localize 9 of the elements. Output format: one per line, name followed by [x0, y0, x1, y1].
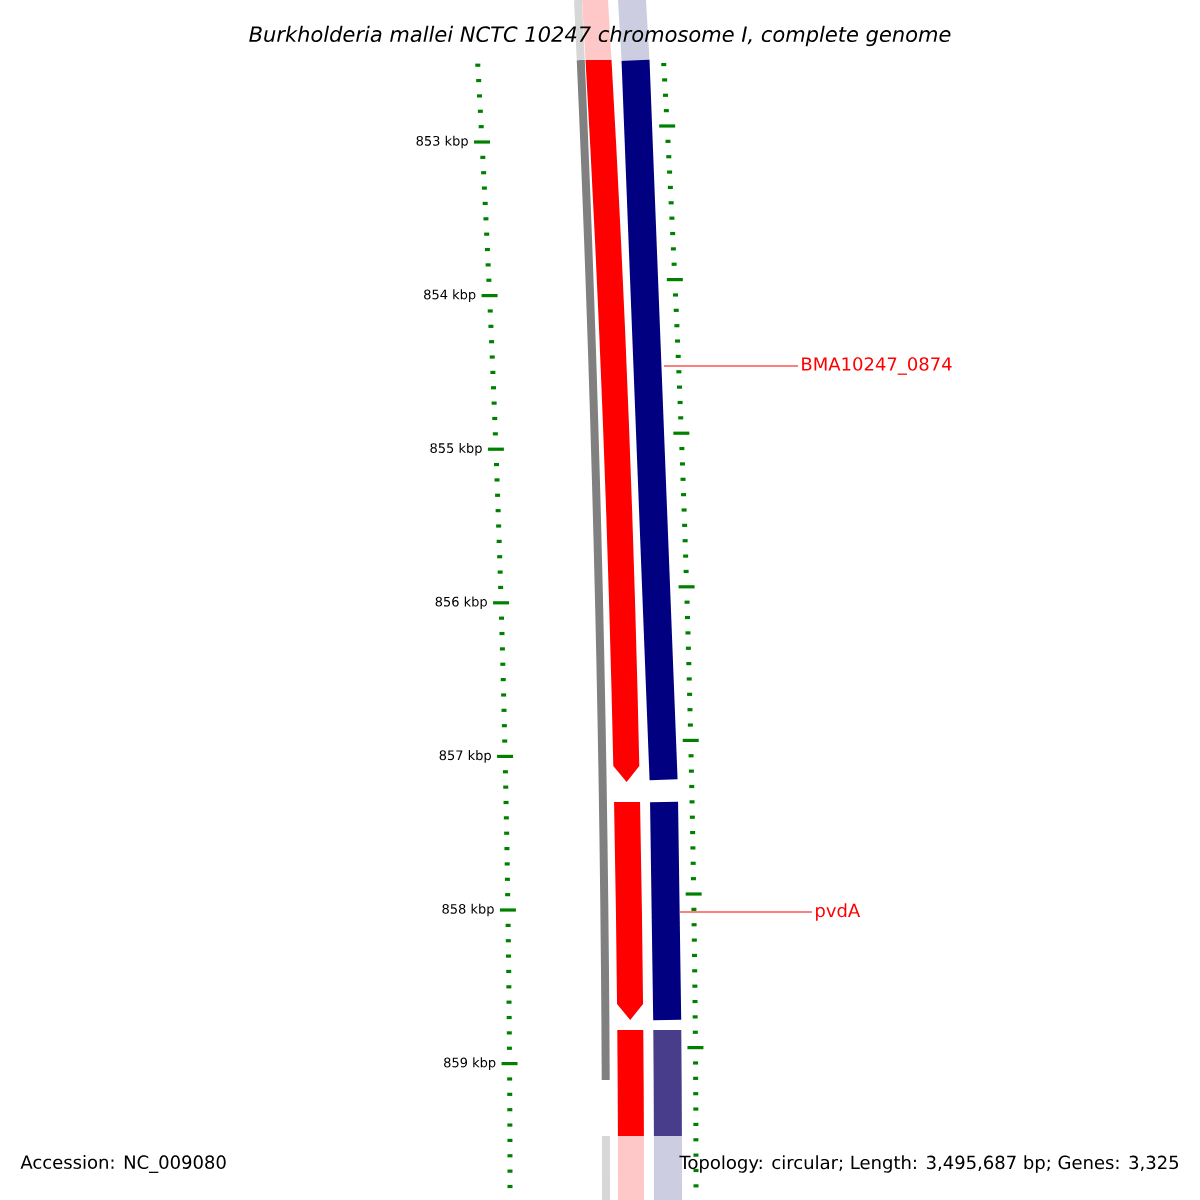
title: Burkholderia mallei NCTC 10247 chromosome I, complete genome: [249, 25, 951, 47]
leader-line: [679, 911, 813, 913]
leader-line: [663, 365, 799, 367]
gene-bar: [621, 59, 678, 781]
accession-text: Accession: NC_009080: [20, 1155, 226, 1173]
gene-label: pvdA: [816, 903, 861, 921]
genome-info-text: Topology: circular; Length: 3,495,687 bp; Genes: 3,325: [679, 1155, 1179, 1173]
gene-label: BMA10247_0874: [802, 357, 952, 375]
gene-bar: [650, 801, 682, 1021]
